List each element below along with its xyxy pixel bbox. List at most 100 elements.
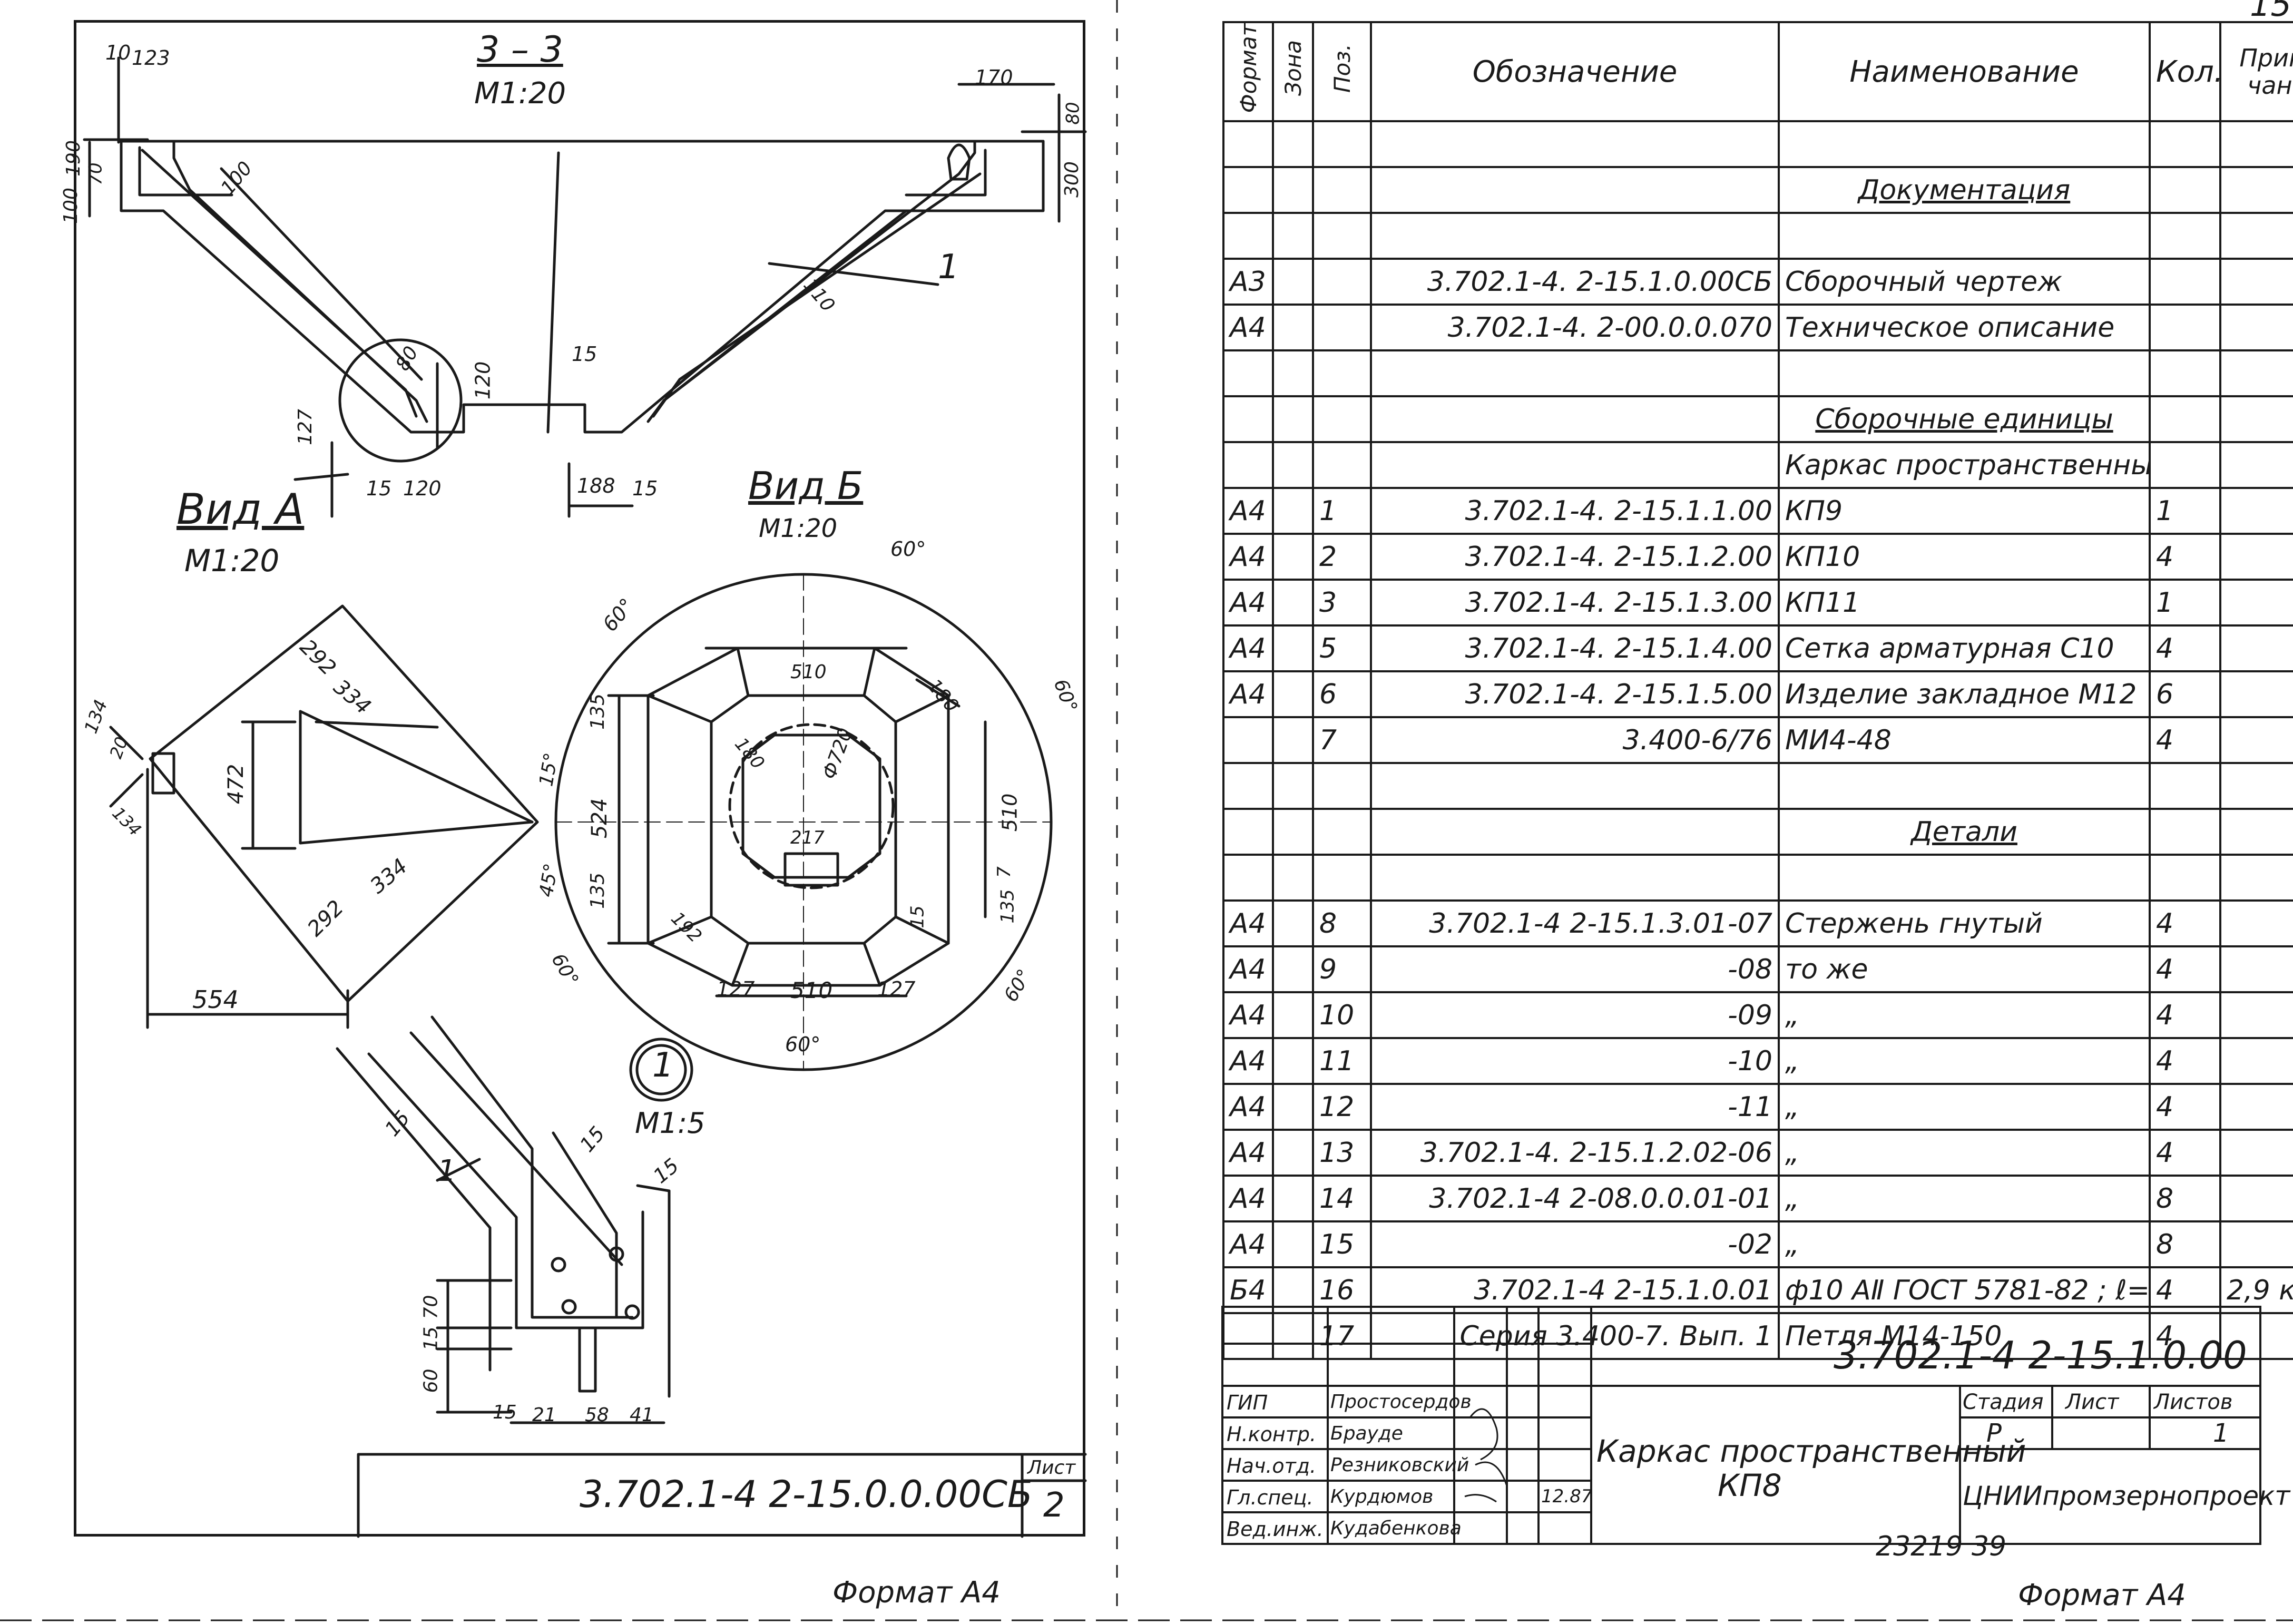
- detail-1-scale: М1:5: [635, 1107, 705, 1140]
- spec-cell-pos: [1312, 120, 1372, 169]
- dim-view-b-21: 510: [790, 661, 827, 683]
- spec-cell-designation: [1370, 854, 1780, 902]
- spec-cell-zone: [1272, 945, 1314, 994]
- header-name: Наименование: [1778, 21, 2151, 123]
- section-3-3-outline: [83, 56, 1087, 518]
- dim-detail-7: 15: [493, 1402, 517, 1423]
- title-role-3: Гл.спец.: [1227, 1486, 1314, 1509]
- spec-header-row: Формат Зона Поз. Обозначение Наименовани…: [1222, 21, 2293, 123]
- spec-cell-pos: [1312, 166, 1372, 214]
- spec-cell-qty: [2149, 304, 2221, 352]
- spec-cell-name: „: [1778, 1083, 2151, 1131]
- spec-cell-zone: [1272, 1220, 1314, 1269]
- spec-cell-name: Сетка арматурная С10: [1778, 624, 2151, 673]
- section-scale: М1:20: [474, 76, 566, 111]
- spec-cell-pos: 7: [1312, 716, 1372, 765]
- spec-cell-designation: 3.702.1-4. 2-15.1.1.00: [1370, 487, 1780, 535]
- title-name-2: Резниковский: [1330, 1454, 1469, 1476]
- spec-cell-format: [1222, 166, 1274, 214]
- spec-cell-zone: [1272, 1312, 1314, 1361]
- left-stamp-box: [357, 1453, 1087, 1538]
- spec-cell-designation: -08: [1370, 945, 1780, 994]
- spec-cell-format: А4: [1222, 1083, 1274, 1131]
- view-a-plate: [109, 604, 539, 1029]
- spec-cell-zone: [1272, 1129, 1314, 1177]
- spec-cell-note: [2219, 624, 2293, 673]
- spec-cell-name: Петля М14-150: [1778, 1312, 2151, 1361]
- spec-cell-pos: [1312, 808, 1372, 856]
- spec-cell-zone: [1272, 258, 1314, 306]
- spec-cell-pos: 8: [1312, 899, 1372, 948]
- spec-row: Документация: [1222, 166, 2293, 214]
- spec-cell-name: [1778, 212, 2151, 260]
- spec-cell-format: А3: [1222, 258, 1274, 306]
- spec-cell-note: [2219, 1175, 2293, 1223]
- spec-cell-zone: [1272, 1083, 1314, 1131]
- right-format: Формат А4: [2018, 1578, 2186, 1612]
- spec-cell-format: [1222, 441, 1274, 490]
- spec-cell-designation: 3.702.1-4 2-08.0.0.01-01: [1370, 1175, 1780, 1223]
- spec-cell-designation: 3.400-6/76: [1370, 716, 1780, 765]
- spec-row: [1222, 349, 2293, 398]
- spec-cell-name: „: [1778, 991, 2151, 1040]
- spec-cell-note: [2219, 808, 2293, 856]
- spec-cell-zone: [1272, 487, 1314, 535]
- title-name-0: Простосердов: [1330, 1391, 1472, 1413]
- spec-cell-designation: 3.702.1-4. 2-15.1.2.00: [1370, 533, 1780, 581]
- dim-view-b-0: 60°: [890, 537, 926, 561]
- spec-cell-note: [2219, 1220, 2293, 1269]
- title-product-name-line2: КП8: [1718, 1468, 1782, 1503]
- spec-cell-designation: 3.702.1-4. 2-15.1.5.00: [1370, 670, 1780, 719]
- spec-cell-designation: Серия 3.400-7. Вып. 1: [1370, 1312, 1780, 1361]
- spec-cell-note: [2219, 304, 2293, 352]
- dim-detail-8: 21: [532, 1404, 556, 1426]
- spec-cell-name: [1778, 349, 2151, 398]
- title-role-0: ГИП: [1227, 1391, 1268, 1414]
- dim-view-b-22: 127: [877, 977, 916, 1001]
- spec-cell-note: [2219, 991, 2293, 1040]
- spec-row: Сборочные единицы: [1222, 395, 2293, 444]
- spec-cell-name: „: [1778, 1129, 2151, 1177]
- title-stage-label: Стадия: [1963, 1390, 2044, 1414]
- spec-cell-qty: [2149, 808, 2221, 856]
- spec-cell-pos: [1312, 441, 1372, 490]
- dim-section-1: 123: [132, 46, 170, 70]
- spec-cell-designation: [1370, 395, 1780, 444]
- spec-cell-pos: 5: [1312, 624, 1372, 673]
- spec-row: [1222, 762, 2293, 810]
- title-block-grid: [1221, 1306, 2261, 1545]
- spec-cell-note: [2219, 441, 2293, 490]
- spec-cell-zone: [1272, 991, 1314, 1040]
- left-stamp-code: 3.702.1-4 2-15.0.0.00СБ: [580, 1473, 1033, 1516]
- spec-cell-note: [2219, 212, 2293, 260]
- spec-cell-qty: 1: [2149, 487, 2221, 535]
- view-b-octagon: [554, 573, 1053, 1071]
- spec-cell-note: [2219, 1129, 2293, 1177]
- spec-row: Детали: [1222, 808, 2293, 856]
- spec-cell-pos: [1312, 395, 1372, 444]
- spec-cell-designation: 3.702.1-4. 2-15.1.4.00: [1370, 624, 1780, 673]
- leader-label-1: 1: [938, 248, 959, 287]
- spec-cell-zone: [1272, 899, 1314, 948]
- spec-cell-designation: -11: [1370, 1083, 1780, 1131]
- spec-cell-designation: -10: [1370, 1037, 1780, 1085]
- spec-cell-pos: 9: [1312, 945, 1372, 994]
- spec-cell-note: [2219, 166, 2293, 214]
- title-role-2: Нач.отд.: [1227, 1454, 1317, 1478]
- spec-cell-pos: 11: [1312, 1037, 1372, 1085]
- spec-cell-designation: 3.702.1-4. 2-15.1.3.00: [1370, 579, 1780, 627]
- dim-section-9: 15: [366, 477, 392, 500]
- spec-cell-zone: [1272, 212, 1314, 260]
- title-role-1: Н.контр.: [1227, 1423, 1317, 1446]
- left-stamp-sheet-label: Лист: [1027, 1457, 1076, 1479]
- spec-cell-zone: [1272, 441, 1314, 490]
- spec-cell-qty: 4: [2149, 945, 2221, 994]
